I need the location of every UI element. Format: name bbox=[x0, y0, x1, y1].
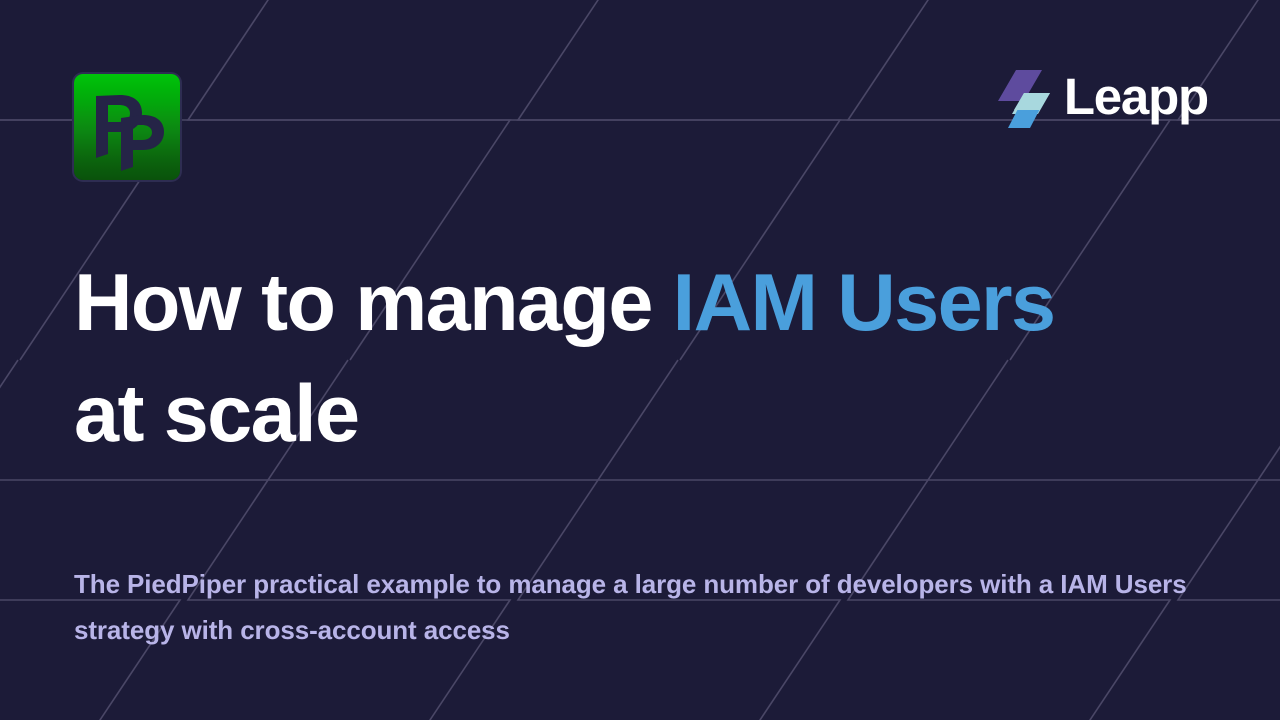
leapp-logo-lockup: Leapp bbox=[994, 67, 1209, 130]
piedpiper-logo bbox=[74, 74, 180, 180]
leapp-bolt-icon bbox=[997, 70, 1050, 128]
leapp-wordmark: Leapp bbox=[1063, 67, 1209, 125]
slide-subtitle: The PiedPiper practical example to manag… bbox=[74, 569, 1187, 646]
slide-title: How to manage IAM Users at scale bbox=[74, 248, 1214, 470]
slide-title-accent: IAM Users bbox=[672, 258, 1056, 348]
top-bar: Leapp bbox=[0, 0, 1280, 200]
piedpiper-pp-icon bbox=[96, 95, 164, 171]
slide-title-part-2: at scale bbox=[74, 368, 359, 459]
slide-title-part-1: How to manage bbox=[74, 258, 673, 348]
